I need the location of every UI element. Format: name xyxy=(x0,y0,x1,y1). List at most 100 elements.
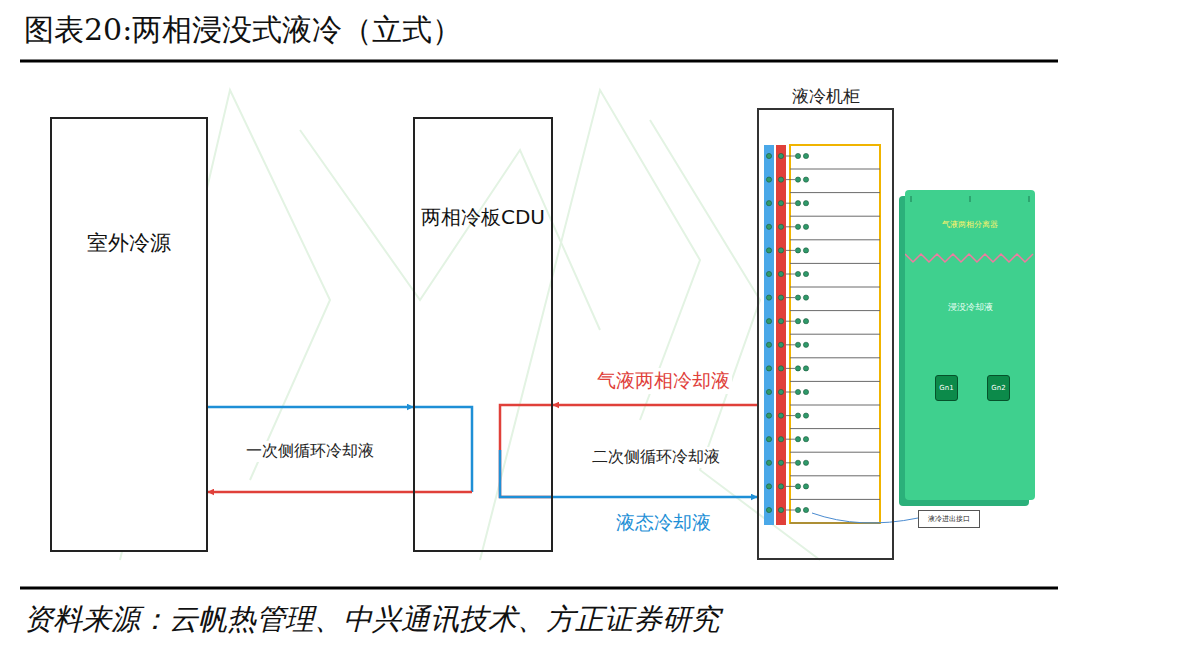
quick-connector xyxy=(778,153,783,158)
quick-connector xyxy=(778,248,783,253)
quick-connector xyxy=(778,224,783,229)
server-slot xyxy=(790,192,880,193)
quick-connector xyxy=(778,507,783,512)
node-label: 气液两相分离器 xyxy=(942,220,998,230)
quick-connector xyxy=(766,295,771,300)
rack-heading: 液冷机柜 xyxy=(759,86,892,106)
primary-loop-pipe xyxy=(413,407,472,492)
server-slot xyxy=(790,381,880,382)
leader-line xyxy=(812,513,918,523)
quick-connector xyxy=(778,460,783,465)
quick-connector xyxy=(778,342,783,347)
primary-loop-pipe xyxy=(413,491,472,494)
tank-mark xyxy=(1029,196,1030,202)
tank-component: Gn2 xyxy=(987,375,1010,401)
tank-mark xyxy=(911,196,912,202)
server-frame xyxy=(790,145,880,523)
quick-connector xyxy=(803,177,808,182)
quick-connector xyxy=(766,248,771,253)
quick-connector xyxy=(795,366,800,371)
quick-connector xyxy=(766,201,771,206)
quick-connector xyxy=(778,271,783,276)
quick-connector xyxy=(795,201,800,206)
quick-connector xyxy=(803,413,808,418)
secondary-loop-pipe xyxy=(500,450,553,497)
quick-connector xyxy=(795,413,800,418)
flow-label: 气液两相冷却液 xyxy=(595,368,732,394)
flow-label: 液态冷却液 xyxy=(614,510,713,536)
quick-connector xyxy=(766,153,771,158)
hose xyxy=(786,368,795,369)
secondary-loop-pipe xyxy=(500,405,553,497)
server-slot xyxy=(790,169,880,170)
server-slot xyxy=(790,405,880,406)
liquid-surface-line xyxy=(905,254,1033,262)
quick-connector xyxy=(803,248,808,253)
cdu-box: 两相冷板CDU xyxy=(413,117,553,552)
quick-connector xyxy=(766,271,771,276)
coolant-flow-arrow xyxy=(208,406,413,409)
server-slot xyxy=(790,287,880,288)
quick-connector xyxy=(766,437,771,442)
hose xyxy=(786,462,795,463)
quick-connector xyxy=(795,319,800,324)
quick-connector xyxy=(795,177,800,182)
coolant-flow-arrow xyxy=(208,491,413,494)
supply-manifold xyxy=(764,145,774,525)
hose xyxy=(786,439,795,440)
hose xyxy=(786,156,795,157)
server-slot xyxy=(790,452,880,453)
liquid-surface xyxy=(905,190,1035,500)
quick-connector xyxy=(803,507,808,512)
immersion-tank: 气液两相分离器浸没冷却液Gn1Gn2 xyxy=(905,190,1035,500)
quick-connector xyxy=(766,460,771,465)
quick-connector xyxy=(778,295,783,300)
figure-title: 图表20:两相浸没式液冷（立式） xyxy=(24,10,462,51)
quick-connector xyxy=(803,460,808,465)
quick-connector xyxy=(795,460,800,465)
hose xyxy=(786,274,795,275)
return-manifold xyxy=(776,145,786,525)
hose xyxy=(786,226,795,227)
quick-connector xyxy=(803,153,808,158)
loop-label: 一次侧循环冷却液 xyxy=(244,441,376,462)
tank-mark xyxy=(970,196,971,202)
quick-connector xyxy=(766,366,771,371)
coolant-flow-arrow xyxy=(553,496,757,499)
quick-connector xyxy=(766,319,771,324)
quick-connector xyxy=(795,484,800,489)
quick-connector xyxy=(766,484,771,489)
quick-connector xyxy=(803,201,808,206)
quick-connector xyxy=(778,366,783,371)
quick-connector xyxy=(778,201,783,206)
quick-connector xyxy=(795,153,800,158)
quick-connector xyxy=(803,342,808,347)
quick-connector xyxy=(803,389,808,394)
title-rule xyxy=(20,60,1058,63)
hose xyxy=(786,510,795,511)
quick-connector xyxy=(766,507,771,512)
node-label: 两相冷板CDU xyxy=(421,205,545,229)
port-label-box: 液冷进出接口 xyxy=(918,510,980,528)
quick-connector xyxy=(795,271,800,276)
quick-connector xyxy=(795,224,800,229)
hose xyxy=(786,203,795,204)
hose xyxy=(786,179,795,180)
quick-connector xyxy=(778,177,783,182)
quick-connector xyxy=(795,248,800,253)
hose xyxy=(786,250,795,251)
quick-connector xyxy=(795,389,800,394)
quick-connector xyxy=(795,507,800,512)
server-slot xyxy=(790,334,880,335)
server-slot xyxy=(790,357,880,358)
node-label: 室外冷源 xyxy=(87,231,171,256)
coolant-flow-arrow xyxy=(553,404,757,407)
loop-label: 二次侧循环冷却液 xyxy=(590,447,722,468)
watermark-stroke xyxy=(300,130,600,330)
server-slot xyxy=(790,499,880,500)
server-slot xyxy=(790,475,880,476)
server-slot xyxy=(790,239,880,240)
quick-connector xyxy=(803,366,808,371)
quick-connector xyxy=(766,224,771,229)
server-slot xyxy=(790,310,880,311)
